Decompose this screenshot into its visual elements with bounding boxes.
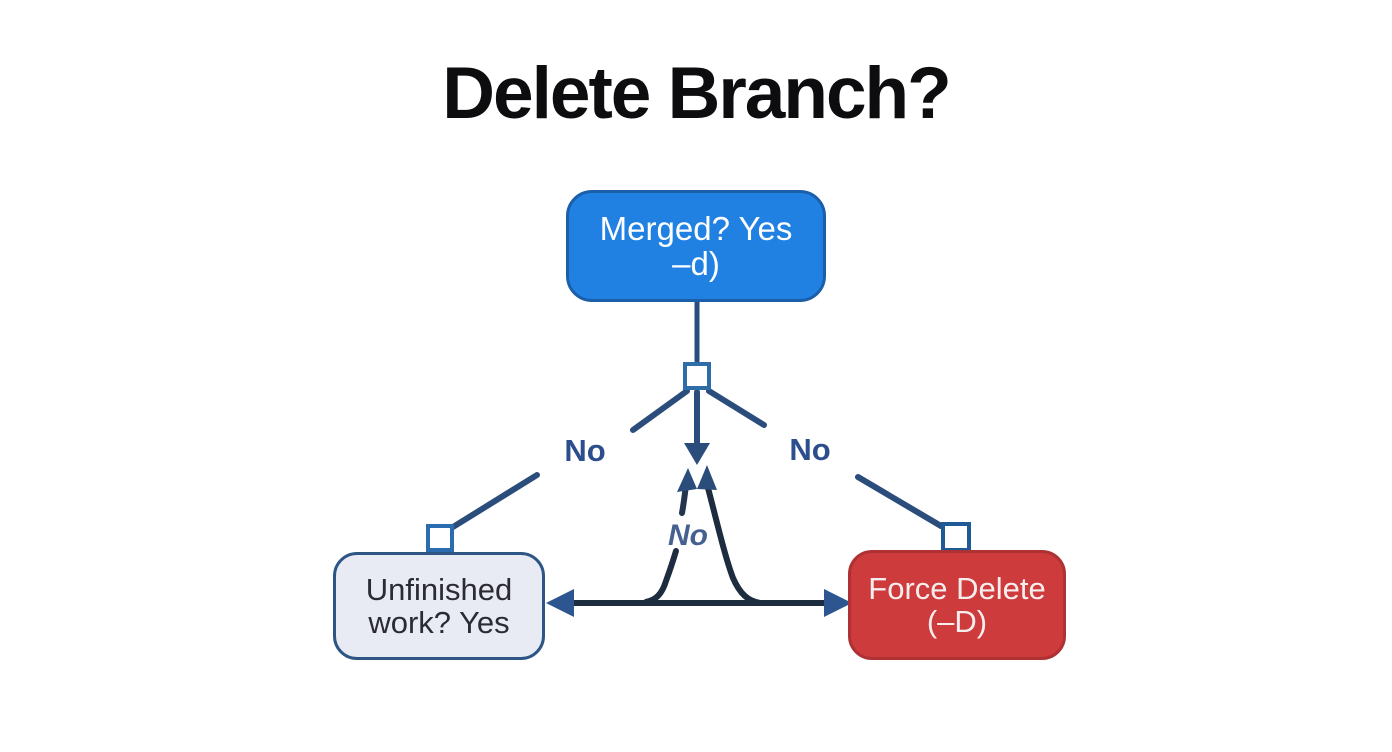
node-unfinished-work: Unfinished work? Yes (333, 552, 545, 660)
edge-label-no-left: No (564, 433, 606, 468)
node-force-line2: (–D) (926, 604, 988, 639)
node-merged-line2: –d) (672, 245, 720, 282)
junction-square-center (683, 362, 711, 390)
node-unfinished-line1: Unfinished (365, 571, 513, 607)
down-arrowhead-icon (684, 443, 710, 465)
up-left-arrowhead-icon (677, 468, 697, 492)
edge-label-no-right: No (789, 432, 831, 467)
node-force-delete: Force Delete (–D) (848, 550, 1066, 660)
edge-label-no-middle: No (668, 519, 708, 552)
edge-up-left-lower-curve (643, 548, 679, 605)
page-title: Delete Branch? (442, 53, 952, 134)
up-right-arrowhead-icon (697, 465, 717, 490)
node-merged-line1: Merged? Yes (599, 209, 793, 247)
junction-square-left (426, 524, 454, 552)
edge-junction-to-unfinished-upper (630, 388, 690, 433)
junction-square-right (941, 522, 971, 552)
edge-junction-to-unfinished-lower (450, 472, 540, 530)
edge-junction-to-force-upper (706, 388, 767, 428)
right-arrowhead-icon (824, 589, 852, 617)
edge-up-right-curve (705, 485, 763, 606)
node-force-line1: Force Delete (868, 570, 1046, 606)
node-unfinished-line2: work? Yes (368, 605, 510, 640)
node-merged-yes: Merged? Yes –d) (566, 190, 826, 302)
edge-junction-to-force-lower (855, 474, 944, 529)
left-arrowhead-icon (546, 589, 574, 617)
